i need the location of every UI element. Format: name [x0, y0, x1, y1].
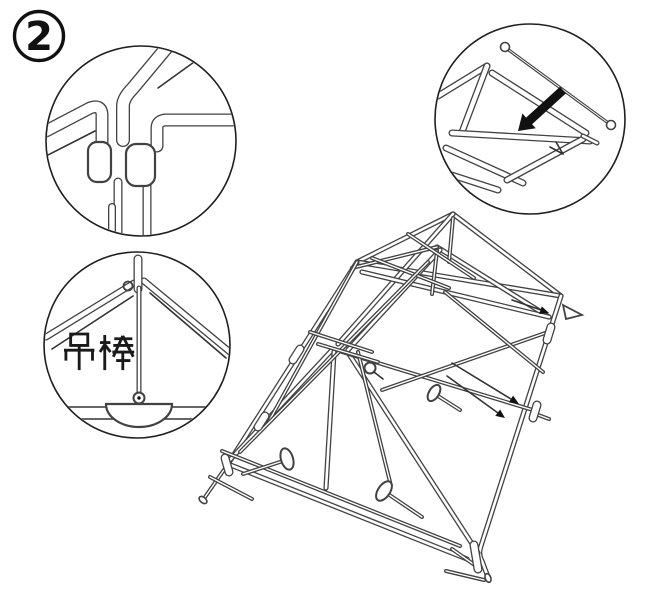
hanging-rod-dome-weight — [104, 402, 174, 429]
corner-feet — [198, 303, 585, 584]
tie-rod-part — [499, 41, 617, 131]
hanging-rod-label-glyphs — [64, 332, 135, 371]
inset-insert-rod — [434, 23, 626, 215]
foot-tip-cap — [484, 572, 492, 584]
inset-corner-joint — [45, 45, 237, 237]
insert-rod-closeup-icon — [436, 41, 617, 194]
inset-circle-corner-joint — [45, 45, 237, 237]
frame-main-tubes — [225, 211, 564, 580]
tube-sleeve — [124, 142, 157, 188]
step-number: 2 — [25, 14, 53, 60]
attachment-wires — [446, 299, 549, 418]
corner-hook-bracket — [561, 303, 585, 321]
wire-arrowhead — [495, 409, 505, 418]
frame-brace-tubes — [220, 216, 550, 548]
pin-dome-head — [375, 480, 393, 502]
step-badge-circle — [12, 9, 66, 63]
rod-hook-end — [499, 41, 511, 53]
step-number-badge: 2 — [12, 9, 66, 63]
rod-pivot-pin — [137, 396, 141, 400]
hanging-pins — [241, 361, 462, 519]
pin-dome-head — [426, 383, 442, 403]
wire-arrowhead — [539, 306, 549, 314]
pin-dome-head — [279, 447, 295, 471]
tube-sleeve — [86, 140, 113, 184]
hanging-rod-closeup-icon — [45, 254, 229, 429]
wire-arrowhead — [508, 395, 519, 404]
peak-hook-link — [122, 280, 134, 292]
pin-ring-head — [363, 361, 377, 375]
insert-direction-arrow-icon — [518, 86, 566, 131]
sleeve-fittings — [220, 322, 556, 574]
corner-joint-closeup-icon — [47, 47, 235, 235]
inset-hanging-rod — [43, 251, 231, 439]
foot-tip-cap — [198, 495, 208, 505]
rod-hook-end — [605, 119, 617, 131]
tent-frame-drawing — [198, 211, 585, 584]
